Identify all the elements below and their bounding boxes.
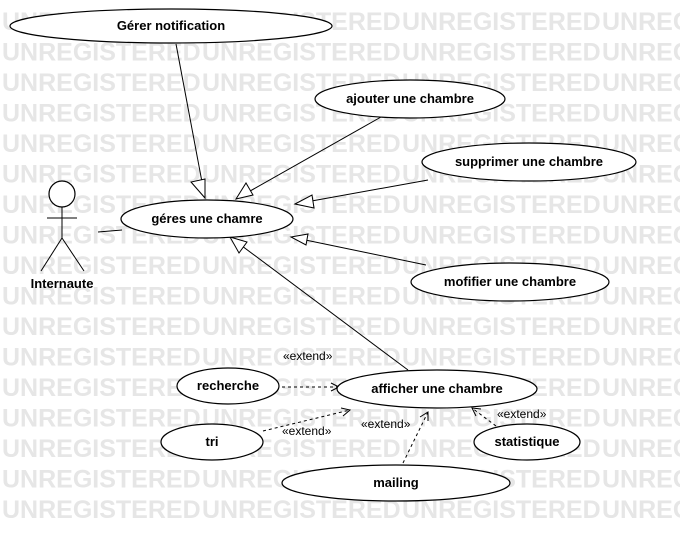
use-case-ajouter-chambre[interactable]: ajouter une chambre <box>314 79 506 119</box>
watermark-text: UNREGISTERED <box>202 313 401 341</box>
watermark-text: UNREGISTERED <box>2 405 201 433</box>
watermark-text: UNREGISTERED <box>202 283 401 311</box>
actor-head <box>48 180 76 208</box>
stereotype-statistique-extend: «extend» <box>497 407 547 421</box>
watermark-text: UNREGISTERED <box>202 130 401 158</box>
use-case-afficher-chambre[interactable]: afficher une chambre <box>336 369 538 409</box>
actor-association <box>97 229 123 233</box>
watermark-text: UNREGISTERED <box>2 374 201 402</box>
use-case-supprimer-chambre[interactable]: supprimer une chambre <box>421 142 637 182</box>
watermark-text: UNREGISTERED <box>2 100 201 128</box>
watermark-text: UNREGISTERED <box>402 496 601 524</box>
use-case-label: mofifier une chambre <box>444 274 576 289</box>
watermark-text: UNREGISTERED <box>2 252 201 280</box>
watermark-text: UNREGISTERED <box>602 252 680 280</box>
watermark-text: UNREGISTERED <box>602 313 680 341</box>
use-case-label: statistique <box>494 434 559 449</box>
use-case-recherche[interactable]: recherche <box>176 367 280 405</box>
use-case-gerer-notification[interactable]: Gérer notification <box>9 8 333 44</box>
watermark-text: UNREGISTERED <box>2 496 201 524</box>
use-case-label: ajouter une chambre <box>346 91 474 106</box>
watermark-text: UNREGISTERED <box>602 344 680 372</box>
use-case-label: mailing <box>373 475 419 490</box>
extend-dependencies <box>262 382 497 464</box>
watermark-text: UNREGISTERED <box>602 69 680 97</box>
watermark-text: UNREGISTERED <box>202 39 401 67</box>
use-case-geres-chambre[interactable]: géres une chamre <box>120 199 294 239</box>
watermark-text: UNREGISTERED <box>402 222 601 250</box>
watermark-text: UNREGISTERED <box>602 39 680 67</box>
stereotype-recherche-extend: «extend» <box>283 349 333 363</box>
use-case-label: géres une chamre <box>151 211 262 226</box>
watermark-text: UNREGISTERED <box>602 405 680 433</box>
stereotype-tri-extend: «extend» <box>282 424 332 438</box>
use-case-label: afficher une chambre <box>371 381 503 396</box>
watermark-text: UNREGISTERED <box>602 496 680 524</box>
watermark-text: UNREGISTERED <box>2 161 201 189</box>
use-case-label: recherche <box>197 378 259 393</box>
watermark-text: UNREGISTERED <box>402 191 601 219</box>
generalizations <box>175 43 429 371</box>
watermark-text: UNREGISTERED <box>202 344 401 372</box>
watermark-text: UNREGISTERED <box>402 8 601 36</box>
use-case-label: tri <box>206 434 219 449</box>
actor-leg-right <box>61 237 85 272</box>
watermark-text: UNREGISTERED <box>402 344 601 372</box>
watermark-text: UNREGISTERED <box>202 161 401 189</box>
watermark-text: UNREGISTERED <box>2 283 201 311</box>
watermark-text: UNREGISTERED <box>402 39 601 67</box>
watermark-text: UNREGISTERED <box>602 374 680 402</box>
watermark-text: UNREGISTERED <box>2 69 201 97</box>
actor-internaute[interactable]: Internaute <box>31 180 94 291</box>
watermark-text: UNREGISTERED <box>602 466 680 494</box>
watermark-text: UNREGISTERED <box>602 100 680 128</box>
use-case-mailing[interactable]: mailing <box>281 464 511 502</box>
watermark-text: UNREGISTERED <box>602 283 680 311</box>
watermark-text: UNREGISTERED <box>202 252 401 280</box>
watermark-text: UNREGISTERED <box>602 191 680 219</box>
use-case-modifier-chambre[interactable]: mofifier une chambre <box>410 262 610 302</box>
watermark-text: UNREGISTERED <box>2 466 201 494</box>
watermark-text: UNREGISTERED <box>2 130 201 158</box>
use-case-tri[interactable]: tri <box>160 423 264 461</box>
use-case-label: Gérer notification <box>117 18 225 33</box>
watermark-text: UNREGISTERED <box>602 8 680 36</box>
watermark-text: UNREGISTERED <box>2 313 201 341</box>
watermark-text: UNREGISTERED <box>602 222 680 250</box>
stereotype-mailing-extend: «extend» <box>361 417 411 431</box>
actor-label: Internaute <box>31 276 94 291</box>
use-case-label: supprimer une chambre <box>455 154 603 169</box>
actor-leg-left <box>40 237 63 272</box>
watermark-text: UNREGISTERED <box>402 313 601 341</box>
watermark-text: UNREGISTERED <box>602 435 680 463</box>
use-case-statistique[interactable]: statistique <box>473 423 581 461</box>
watermark-text: UNREGISTERED <box>2 344 201 372</box>
